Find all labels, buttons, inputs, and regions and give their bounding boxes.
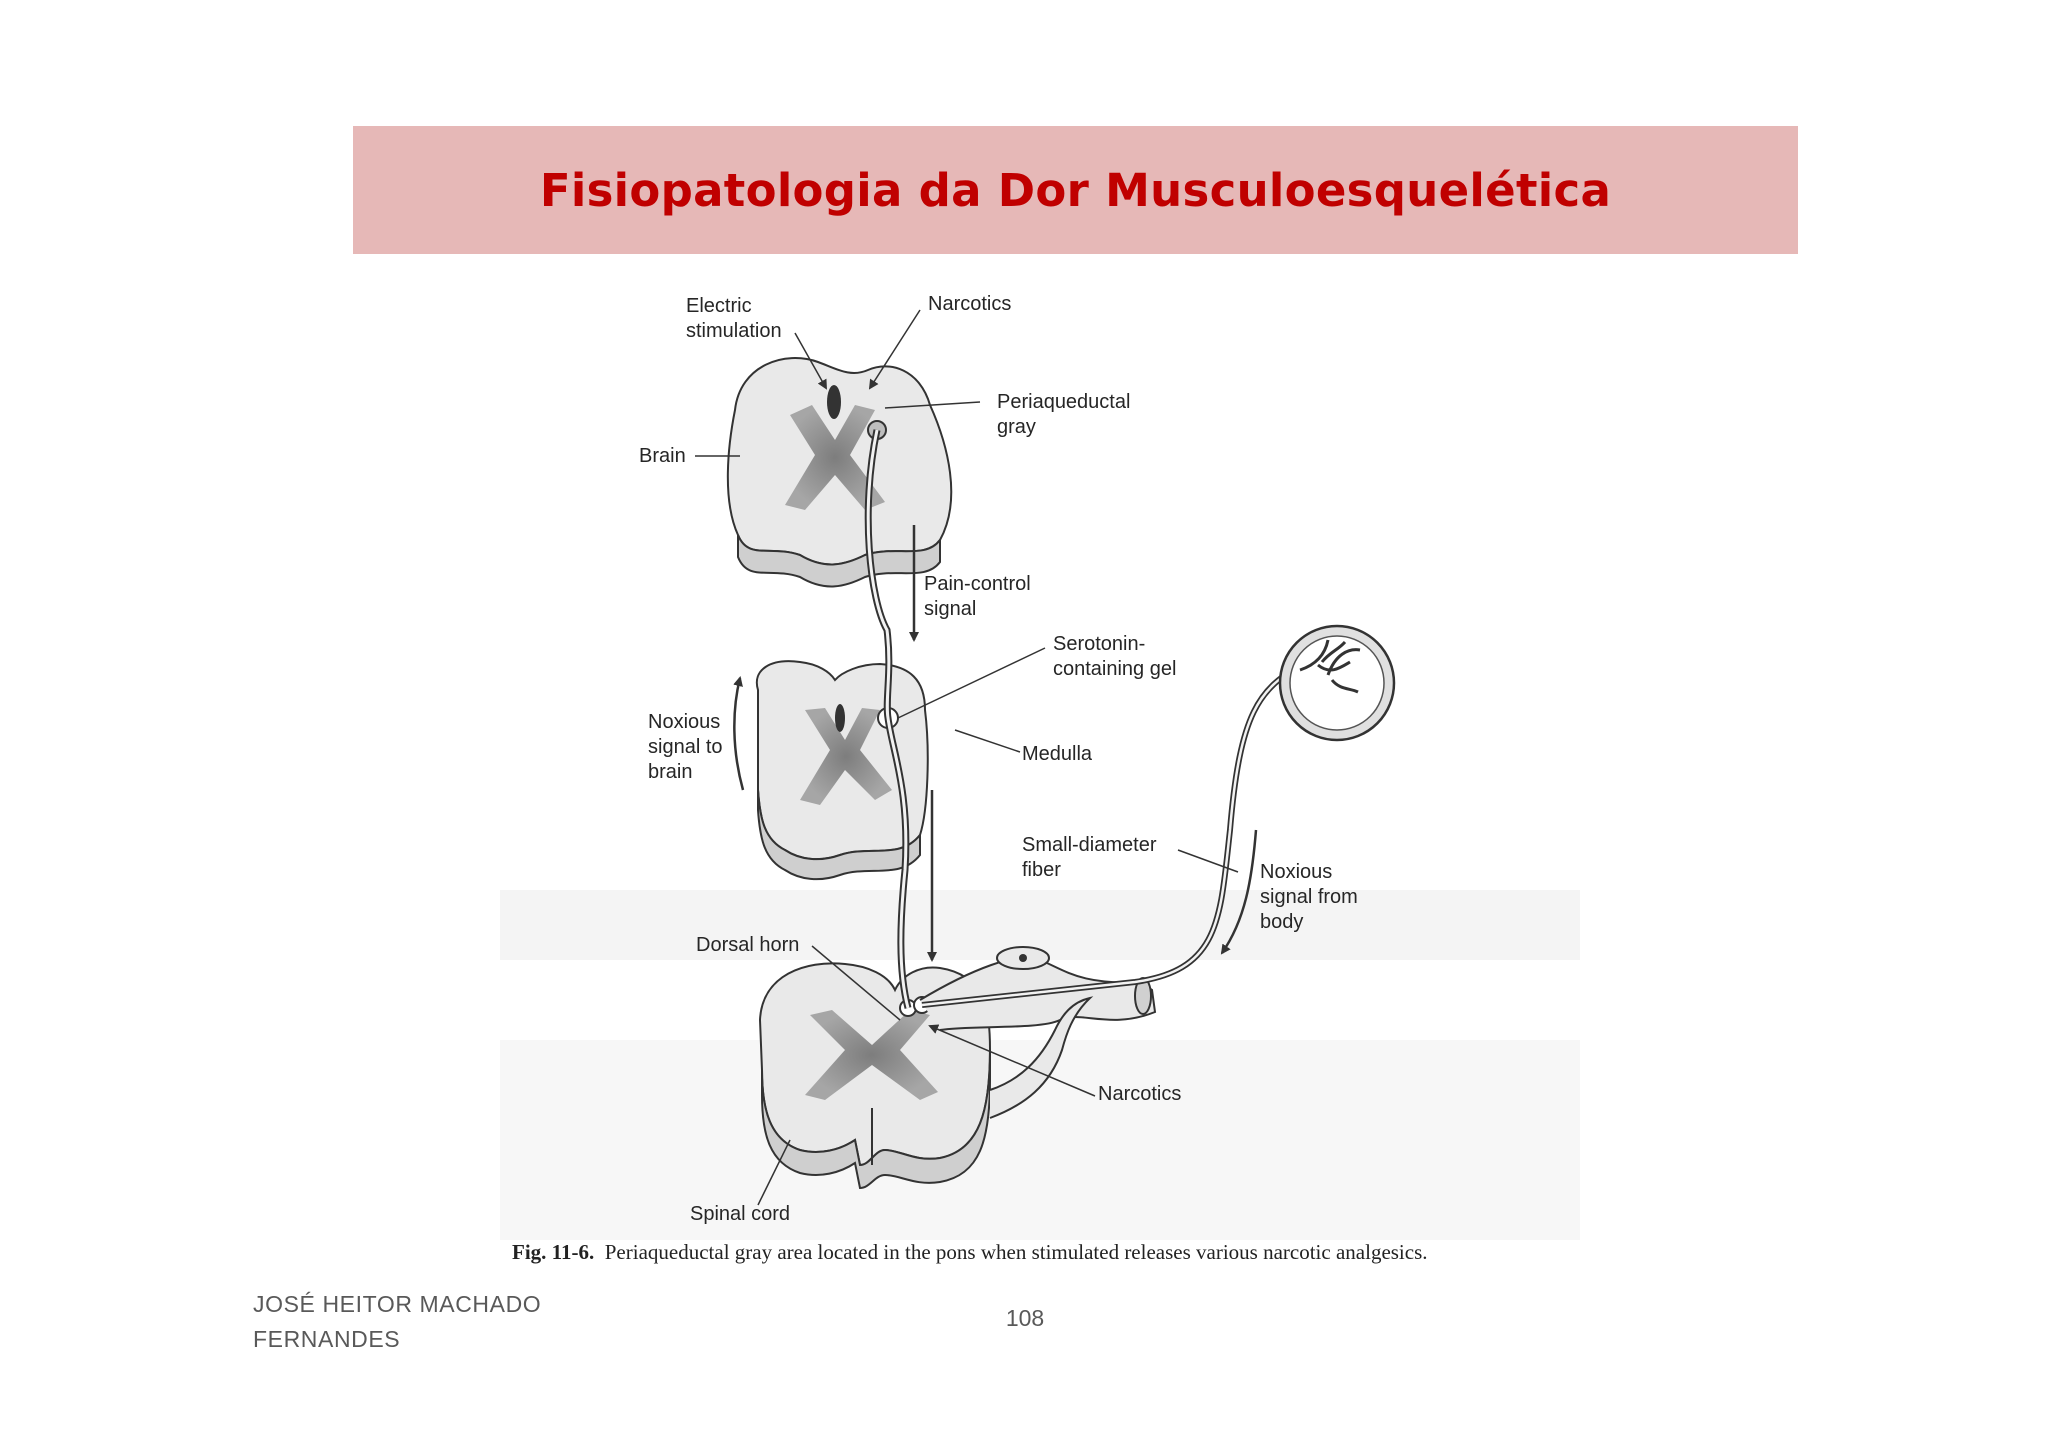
skin-receptor: [1278, 624, 1396, 742]
label-pain-control-signal: Pain-control signal: [924, 573, 1031, 620]
spinal-cord-leader: [757, 1139, 791, 1206]
electric-stimulation-leader: [794, 332, 827, 390]
figure-caption: Fig. 11-6. Periaqueductal gray area loca…: [512, 1240, 1572, 1265]
label-dorsal-horn: Dorsal horn: [696, 934, 800, 956]
figure-caption-text: Periaqueductal gray area located in the …: [604, 1240, 1428, 1264]
figure-caption-ref: Fig. 11-6.: [512, 1240, 595, 1264]
noxious-to-brain-arrow: [733, 676, 745, 791]
label-small-diameter-fiber: Small-diameter fiber: [1022, 834, 1157, 881]
serotonin-gel-leader: [897, 647, 1046, 719]
slide-title: Fisiopatologia da Dor Musculoesquelética: [539, 163, 1612, 217]
medulla-section: [755, 660, 929, 881]
label-electric-stimulation: Electric stimulation: [686, 295, 782, 342]
label-noxious-from-body: Noxious signal from body: [1260, 861, 1358, 933]
pain-pathway-diagram: [500, 309, 1580, 1240]
footer-author: JOSÉ HEITOR MACHADO FERNANDES: [253, 1291, 542, 1352]
brain-section: [726, 357, 953, 588]
noxious-from-body-arrow: [1220, 829, 1258, 955]
narcotics-bottom-leader: [928, 1024, 1096, 1097]
periaqueductal-gray-leader: [884, 401, 981, 409]
scan-artifact-band: [500, 890, 1580, 960]
small-diameter-fiber-leader: [1177, 849, 1239, 873]
label-noxious-to-brain: Noxious signal to brain: [648, 711, 723, 783]
page-number: 108: [1005, 1305, 1045, 1331]
title-banner: Fisiopatologia da Dor Musculoesquelética: [353, 126, 1798, 254]
pain-pathway-figure: Electric stimulation Narcotics Periaqued…: [500, 270, 1580, 1280]
label-medulla: Medulla: [1022, 743, 1093, 765]
label-periaqueductal-gray: Periaqueductal gray: [997, 391, 1131, 438]
label-brain: Brain: [639, 445, 686, 467]
dorsal-horn-leader: [811, 945, 901, 1021]
label-narcotics-bottom: Narcotics: [1098, 1083, 1182, 1105]
label-spinal-cord: Spinal cord: [690, 1203, 791, 1225]
label-serotonin-gel: Serotonin- containing gel: [1053, 633, 1177, 680]
narcotics-top-leader: [868, 309, 921, 390]
medulla-leader: [954, 729, 1021, 753]
label-narcotics-top: Narcotics: [928, 293, 1012, 315]
